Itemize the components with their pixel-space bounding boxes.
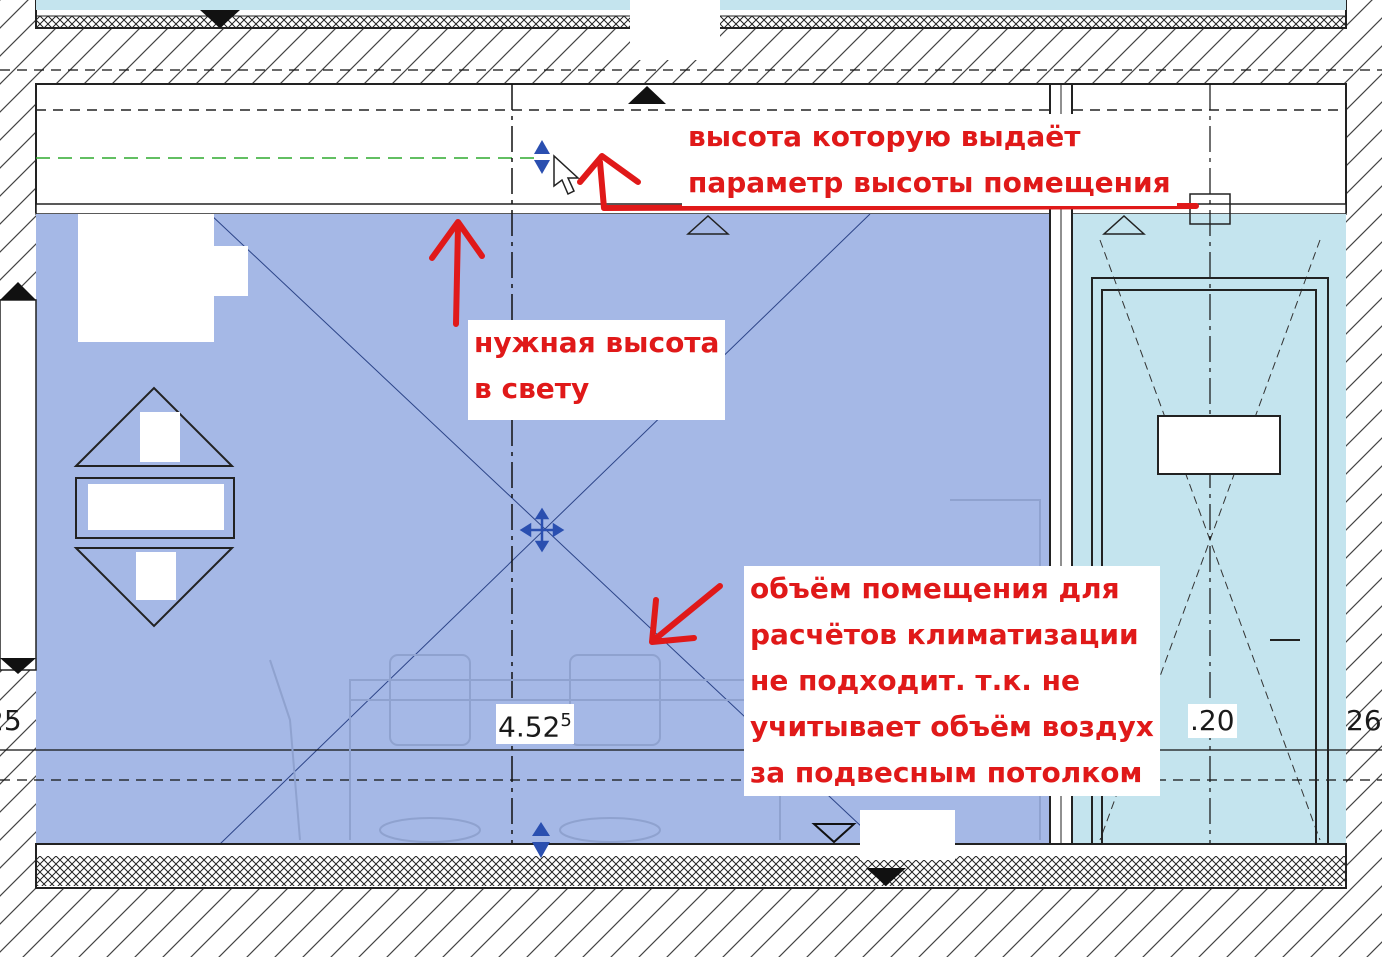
annotation-line: расчётов климатизации (750, 618, 1139, 651)
level-marker-icon (0, 282, 36, 300)
annotation-volume: объём помещения для расчётов климатизаци… (744, 566, 1160, 796)
annotation-arrow-volume (649, 583, 723, 645)
annotation-arrow-needed (429, 219, 485, 327)
cursor-icon (553, 154, 580, 196)
dimension-value: 4.52 (498, 710, 561, 744)
annotation-line: за подвесным потолком (750, 756, 1143, 789)
annotation-line: параметр высоты помещения (688, 166, 1171, 199)
arrow-grip-icon[interactable] (532, 822, 550, 858)
dimension-main[interactable]: 4.525 (496, 704, 574, 745)
room-tag-symbol (73, 214, 248, 628)
dimension-right[interactable]: .20 (1188, 704, 1237, 738)
dimension-superscript: 5 (560, 710, 572, 731)
dimension-left-edge: 25 (0, 704, 22, 737)
dimension-value: .20 (1190, 704, 1235, 737)
level-marker-icon (866, 868, 906, 886)
dimension-right-edge: 26 (1346, 704, 1382, 737)
level-marker-icon (811, 823, 857, 844)
annotation-line: учитывает объём воздух (750, 710, 1154, 743)
annotation-line: высота которую выдаёт (688, 120, 1081, 153)
move-cross-icon[interactable] (519, 507, 565, 553)
door-elevation (1091, 277, 1329, 845)
annotation-reported-height: высота которую выдаёт параметр высоты по… (682, 114, 1177, 206)
level-marker-icon (0, 658, 36, 674)
annotation-line: объём помещения для (750, 572, 1120, 605)
annotation-line: не подходит. т.к. не (750, 664, 1081, 697)
annotation-line: нужная высота (474, 326, 720, 359)
arrow-grip-icon[interactable] (534, 140, 550, 174)
level-marker-icon (200, 10, 240, 28)
annotation-needed-height: нужная высота в свету (468, 320, 726, 420)
annotation-line: в свету (474, 372, 590, 405)
level-marker-icon (628, 86, 666, 104)
annotation-arrow-reported (577, 153, 1199, 211)
